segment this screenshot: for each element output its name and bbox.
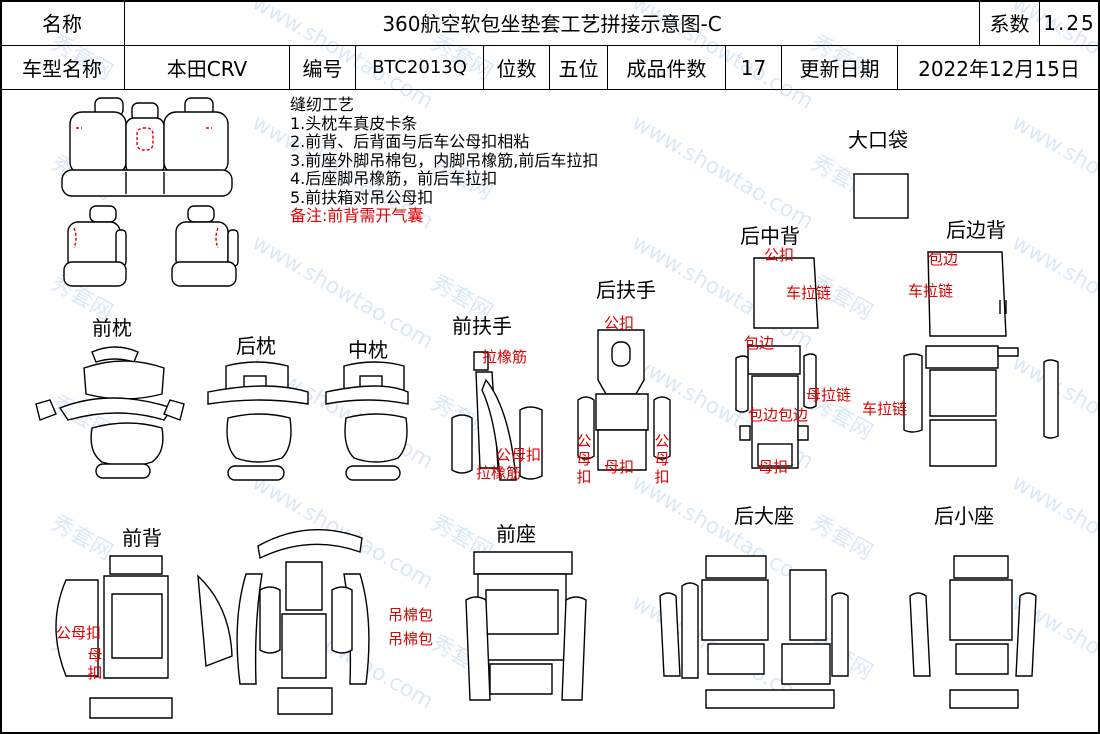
label-front-seat: 前座 bbox=[496, 522, 536, 546]
ann-male-buckle: 公扣 bbox=[604, 314, 635, 332]
sewing-notes: 缝纫工艺 1.头枕车真皮卡条 2.前背、后背面与后车公母扣相粘 3.前座外脚吊棉… bbox=[290, 95, 599, 226]
ann-edge-binding: 包边包边 bbox=[748, 406, 809, 424]
coef-label: 系数 bbox=[980, 0, 1040, 46]
note-item: 2.前背、后背面与后车公母扣相粘 bbox=[290, 132, 530, 151]
seats-label: 位数 bbox=[484, 46, 550, 90]
note-item: 3.前座外脚吊棉包，内脚吊橡筋,前后车拉扣 bbox=[290, 150, 599, 170]
front-back-pattern bbox=[55, 529, 370, 719]
label-rear-small-seat: 后小座 bbox=[934, 504, 994, 528]
rear-middle-back-pattern bbox=[735, 257, 819, 469]
label-front-back: 前背 bbox=[122, 526, 162, 550]
ann-cotton-pack: 吊棉包 bbox=[388, 606, 434, 624]
label-rear-side-back: 后边背 bbox=[946, 218, 1006, 242]
code-value: BTC2013Q bbox=[356, 46, 484, 90]
count-value: 17 bbox=[726, 46, 782, 90]
front-headrest-pattern bbox=[35, 346, 185, 479]
notes-title: 缝纫工艺 bbox=[290, 95, 355, 114]
ann-female-zipper: 母拉链 bbox=[806, 386, 852, 404]
ann-pull-elastic: 拉橡筋 bbox=[476, 464, 522, 482]
ann-male-female-buckle: 公母扣 bbox=[56, 624, 102, 642]
label-big-pocket: 大口袋 bbox=[848, 128, 908, 152]
ann-male-female-buckle: 公母扣 bbox=[654, 432, 670, 486]
date-value: 2022年12月15日 bbox=[898, 46, 1100, 90]
label-rear-middle-back: 后中背 bbox=[740, 224, 800, 248]
model-value: 本田CRV bbox=[125, 46, 290, 90]
ann-female-buckle: 母扣 bbox=[604, 458, 635, 476]
ann-zipper: 车拉链 bbox=[786, 284, 832, 302]
ann-female-buckle: 母扣 bbox=[87, 646, 103, 682]
ann-cotton-pack: 吊棉包 bbox=[388, 630, 434, 648]
front-armrest-pattern bbox=[451, 351, 543, 481]
code-label: 编号 bbox=[290, 46, 356, 90]
label-front-headrest: 前枕 bbox=[92, 316, 132, 340]
date-label: 更新日期 bbox=[782, 46, 898, 90]
note-item: 4.后座脚吊橡筋，前后车拉扣 bbox=[290, 169, 498, 188]
label-rear-headrest: 后枕 bbox=[236, 334, 276, 358]
big-pocket-pattern bbox=[853, 173, 909, 219]
name-label: 名称 bbox=[0, 0, 125, 46]
front-seat-pattern bbox=[465, 551, 587, 701]
sheet-title: 360航空软包坐垫套工艺拼接示意图-C bbox=[125, 0, 980, 46]
ann-male-female-buckle: 公母扣 bbox=[496, 446, 542, 464]
seats-value: 五位 bbox=[550, 46, 608, 90]
count-label: 成品件数 bbox=[608, 46, 726, 90]
ann-zipper: 车拉链 bbox=[862, 400, 908, 418]
label-middle-headrest: 中枕 bbox=[348, 338, 388, 362]
rear-small-seat-pattern bbox=[909, 555, 1037, 709]
rear-headrest-pattern bbox=[207, 361, 309, 481]
ann-edge-binding: 包边 bbox=[744, 334, 775, 352]
note-item: 1.头枕车真皮卡条 bbox=[290, 113, 418, 133]
rear-side-back-pattern bbox=[903, 251, 1059, 467]
notes-remark: 备注:前背需开气囊 bbox=[290, 206, 424, 225]
ann-zipper: 车拉链 bbox=[908, 282, 954, 300]
ann-male-buckle: 公扣 bbox=[764, 246, 795, 264]
ann-male-female-buckle: 公母扣 bbox=[576, 432, 592, 486]
rear-big-seat-pattern bbox=[659, 555, 849, 709]
ann-edge-binding: 包边 bbox=[928, 250, 959, 268]
note-item: 5.前扶箱对吊公母扣 bbox=[290, 187, 434, 207]
model-label: 车型名称 bbox=[0, 46, 125, 90]
ann-pull-elastic: 拉橡筋 bbox=[482, 348, 528, 366]
ann-female-buckle: 母扣 bbox=[758, 458, 789, 476]
label-rear-armrest: 后扶手 bbox=[596, 278, 656, 302]
middle-headrest-pattern bbox=[325, 361, 409, 481]
rear-armrest-pattern bbox=[577, 329, 671, 471]
label-rear-big-seat: 后大座 bbox=[734, 504, 794, 528]
label-front-armrest: 前扶手 bbox=[452, 314, 512, 338]
seat-overview-illustration bbox=[61, 97, 239, 287]
